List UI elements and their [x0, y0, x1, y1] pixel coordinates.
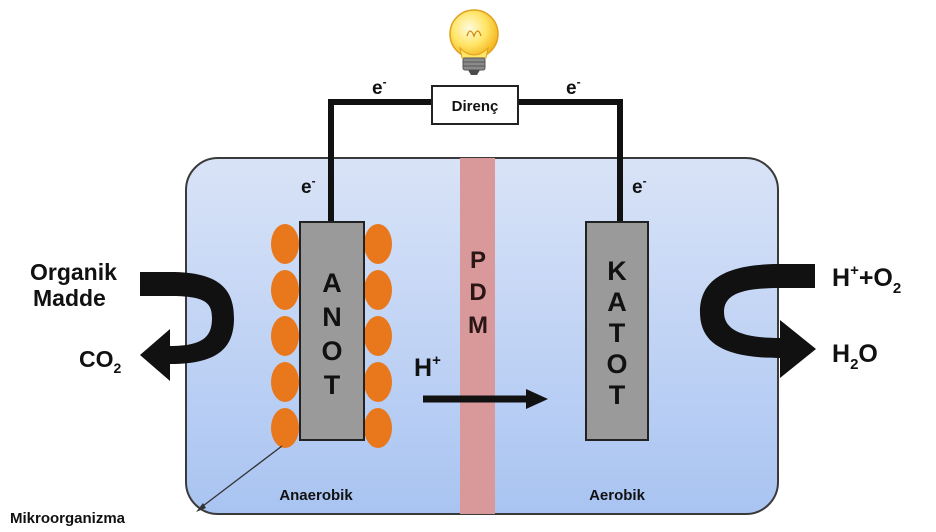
- anode-electrode: [299, 221, 365, 441]
- membrane-letter: P: [470, 247, 486, 274]
- h-plus-o2-label: H++O2: [832, 262, 901, 297]
- microbe-icon: [364, 224, 392, 264]
- microorganism-label: Mikroorganizma: [10, 510, 126, 527]
- microbe-icon: [271, 408, 299, 448]
- anode-letter: A: [322, 268, 342, 298]
- left-flow-arrow: [140, 272, 234, 381]
- organic-matter-label-line2: Madde: [33, 285, 106, 311]
- cathode-letter: O: [606, 349, 627, 379]
- microbe-icon: [364, 362, 392, 402]
- resistor-label: Direnç: [452, 98, 499, 115]
- co2-label: CO2: [79, 346, 122, 376]
- anode-letter: O: [321, 336, 342, 366]
- proton-label: H+: [414, 352, 441, 382]
- organic-matter-label-line1: Organik: [30, 259, 117, 285]
- cathode-letter: K: [607, 256, 627, 286]
- cathode-electrode: [585, 221, 649, 441]
- anode-letter: T: [324, 370, 341, 400]
- cathode-letter: T: [609, 318, 626, 348]
- membrane-letters: P D M: [468, 247, 488, 339]
- electron-label: e-: [632, 174, 647, 198]
- microbe-icon: [364, 270, 392, 310]
- h2o-label: H2O: [832, 340, 878, 373]
- microbe-icon: [364, 408, 392, 448]
- anaerobic-zone-label: Anaerobik: [279, 487, 353, 504]
- light-bulb-icon: [449, 9, 499, 75]
- cathode-letter: T: [609, 380, 626, 410]
- electron-label: e-: [372, 75, 387, 99]
- external-circuit-wire: [328, 99, 623, 222]
- electron-label: e-: [566, 75, 581, 99]
- aerobic-zone-label: Aerobik: [589, 487, 646, 504]
- microorganism-pointer-arrow: [196, 445, 283, 512]
- cathode-letters: K A T O T: [606, 256, 627, 410]
- microbe-icon: [271, 224, 299, 264]
- electron-label: e-: [301, 174, 316, 198]
- proton-flow-arrow: [423, 389, 548, 409]
- membrane-letter: D: [469, 279, 486, 306]
- electron-labels: e- e- e- e-: [301, 75, 647, 198]
- microbe-icon: [271, 316, 299, 356]
- proton-exchange-membrane: [460, 158, 495, 514]
- microbe-icon: [271, 270, 299, 310]
- anode-letters: A N O T: [321, 268, 342, 400]
- microorganism-cells: [271, 224, 392, 448]
- resistor-box: [431, 85, 519, 125]
- anode-letter: N: [322, 302, 342, 332]
- microbe-icon: [271, 362, 299, 402]
- right-flow-arrow: [700, 264, 816, 378]
- microbe-icon: [364, 316, 392, 356]
- cathode-letter: A: [607, 287, 627, 317]
- membrane-letter: M: [468, 312, 488, 339]
